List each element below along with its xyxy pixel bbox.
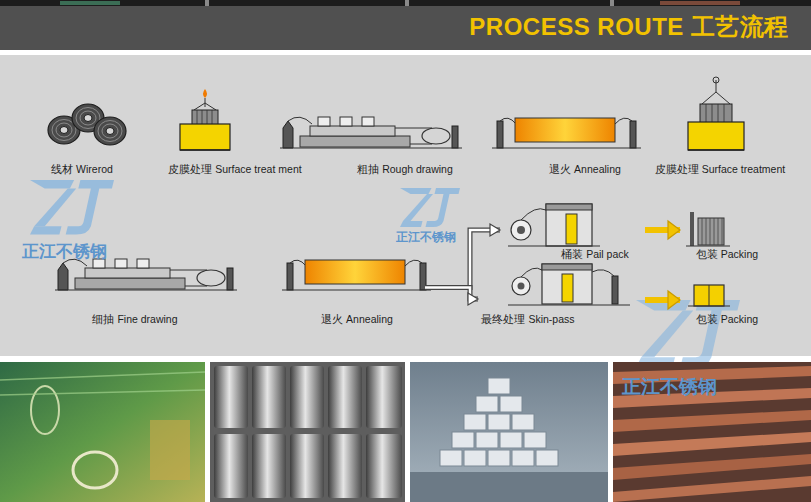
step-label: 最终处理 Skin-pass bbox=[481, 313, 574, 326]
step-label: 桶装 Pail pack bbox=[561, 248, 629, 261]
process-step: 线材 Wirerod bbox=[40, 100, 135, 180]
step-label: 线材 Wirerod bbox=[51, 163, 113, 176]
arrow-head bbox=[668, 291, 680, 309]
process-step: 退火 Annealing bbox=[275, 245, 425, 330]
flow-arrow bbox=[425, 288, 478, 306]
process-step: 包装 Packing bbox=[680, 195, 775, 265]
step-label: 包装 Packing bbox=[696, 248, 758, 261]
flow-arrow bbox=[645, 291, 680, 309]
process-step: 退火 Annealing bbox=[485, 95, 640, 180]
watermark: 正江不锈钢 bbox=[22, 240, 107, 263]
arrow-head bbox=[490, 224, 500, 236]
process-step: 粗抽 Rough drawing bbox=[275, 95, 470, 180]
step-label: 皮膜处理 Surface treat ment bbox=[168, 163, 301, 176]
process-step: 皮膜处理 Surface treat ment bbox=[165, 85, 305, 180]
page-title: PROCESS ROUTE 工艺流程 bbox=[469, 11, 789, 43]
step-label: 包装 Packing bbox=[696, 313, 758, 326]
step-label: 粗抽 Rough drawing bbox=[357, 163, 453, 176]
process-step: 包装 Packing bbox=[680, 270, 775, 330]
process-step: 皮膜处理 Surface treatment bbox=[645, 80, 800, 180]
watermark: 正江不锈钢 bbox=[396, 229, 456, 246]
process-step: 最终处理 Skin-pass bbox=[478, 268, 645, 330]
step-label: 退火 Annealing bbox=[549, 163, 621, 176]
arrow-head bbox=[668, 221, 680, 239]
step-label: 退火 Annealing bbox=[321, 313, 393, 326]
flow-arrow bbox=[645, 221, 680, 239]
step-label: 细抽 Fine drawing bbox=[92, 313, 177, 326]
process-step: 桶装 Pail pack bbox=[500, 195, 645, 265]
watermark: 正江不锈钢 bbox=[622, 374, 717, 400]
arrow-head bbox=[468, 293, 478, 305]
step-label: 皮膜处理 Surface treatment bbox=[655, 163, 785, 176]
